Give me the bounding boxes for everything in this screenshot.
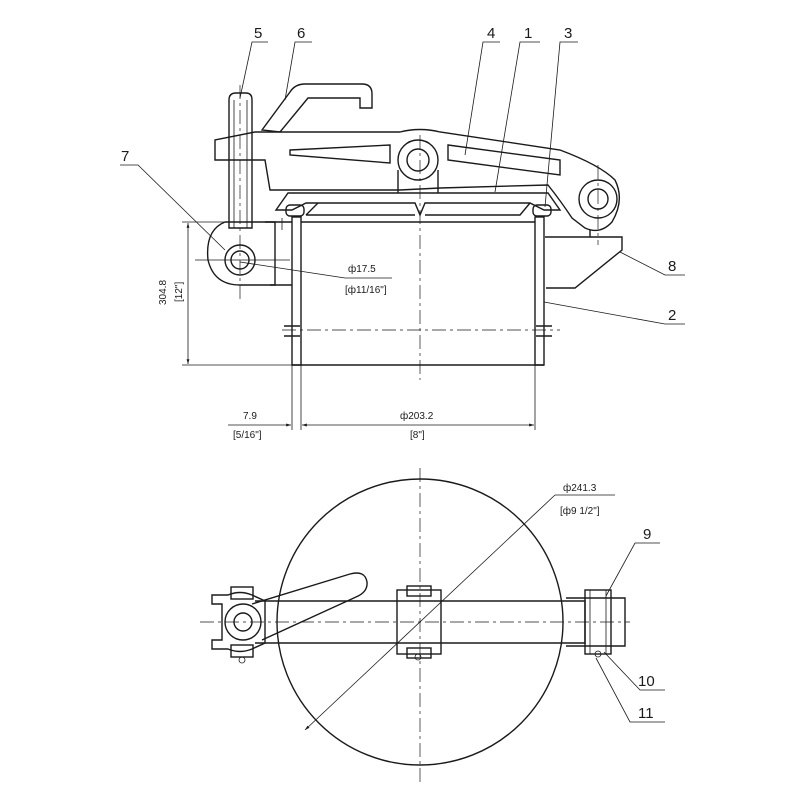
bolt-shank: [228, 92, 253, 229]
leader-5: [239, 41, 268, 99]
plan-handle: [251, 572, 368, 641]
part-label-11: 11: [638, 705, 654, 722]
plan-center-nut-top: [406, 585, 432, 597]
dim-height-in: [12"]: [174, 282, 185, 302]
eye-bolt-body: [206, 221, 276, 286]
plan-left-eye: [224, 603, 262, 641]
part-leaders-bottom: [595, 542, 665, 723]
dim-height: 304.8: [158, 280, 169, 305]
leader-3: [544, 41, 578, 208]
part-leaders-top: [120, 41, 685, 325]
plan-view: ф241.3 [ф9 1/2"]: [200, 468, 630, 785]
lid-cover: [274, 192, 562, 217]
dim-wall-in: [5/16"]: [233, 430, 262, 441]
clamp-arm: [214, 128, 620, 232]
plan-center-nut-bottom: [406, 647, 432, 659]
leader-1: [494, 41, 540, 193]
part-label-5: 5: [254, 25, 262, 42]
center-boss-stem: [397, 170, 439, 193]
section-view: ф17.5 [ф11/16"] 304.8 [12"] 7.9 [5/16"] …: [158, 83, 623, 441]
dim-outer: ф241.3: [563, 482, 597, 494]
center-boss: [397, 139, 439, 181]
plan-left-fork: [211, 591, 266, 653]
lid-circle: [276, 478, 564, 766]
leader-9: [605, 542, 660, 597]
leader-8: [619, 251, 685, 276]
part-label-7: 7: [121, 148, 129, 165]
gasket-right: [532, 204, 552, 217]
handle: [260, 83, 373, 133]
leader-7: [120, 164, 226, 251]
leader-pin-dia: [239, 261, 346, 279]
leader-4: [464, 41, 500, 156]
dim-bore-in: [8"]: [410, 430, 425, 441]
part-label-4: 4: [487, 25, 495, 42]
leader-10: [603, 651, 665, 691]
break-lines: [284, 325, 552, 337]
plan-right-pin-block: [584, 589, 612, 655]
plan-left-nut-top: [230, 586, 254, 600]
leader-11: [595, 657, 665, 723]
part-label-8: 8: [668, 258, 676, 275]
part-label-2: 2: [668, 307, 676, 324]
cylinder-wall-left: [291, 216, 302, 366]
center-boss-hole: [406, 148, 430, 172]
gasket-left: [285, 204, 305, 217]
part-label-3: 3: [564, 25, 572, 42]
dim-pin-dia-in: [ф11/16"]: [345, 284, 387, 296]
plan-left-pin: [233, 612, 253, 632]
part-label-1: 1: [524, 25, 532, 42]
dim-wall: 7.9: [243, 411, 257, 422]
part-label-6: 6: [297, 25, 305, 42]
eye-bolt-bracket: [265, 221, 292, 286]
arm-slot-left: [289, 144, 391, 164]
hinge-bracket: [545, 236, 623, 289]
dim-outer-in: [ф9 1/2"]: [560, 505, 600, 517]
part-label-10: 10: [638, 673, 655, 690]
lid-inner: [305, 202, 531, 216]
dim-bore: ф203.2: [400, 410, 434, 422]
leader-6: [284, 41, 312, 101]
leader-2: [543, 301, 685, 325]
plan-left-cotter: [238, 656, 246, 664]
plan-right-hinge: [566, 597, 626, 647]
plan-right-cotter: [594, 650, 602, 658]
dim-pin-dia: ф17.5: [348, 263, 376, 275]
arm-slot-right: [447, 144, 561, 176]
part-label-9: 9: [643, 526, 651, 543]
cylinder-wall-right: [534, 216, 545, 366]
dim-outer-line: [304, 494, 556, 731]
plan-center-cotter: [414, 653, 422, 661]
